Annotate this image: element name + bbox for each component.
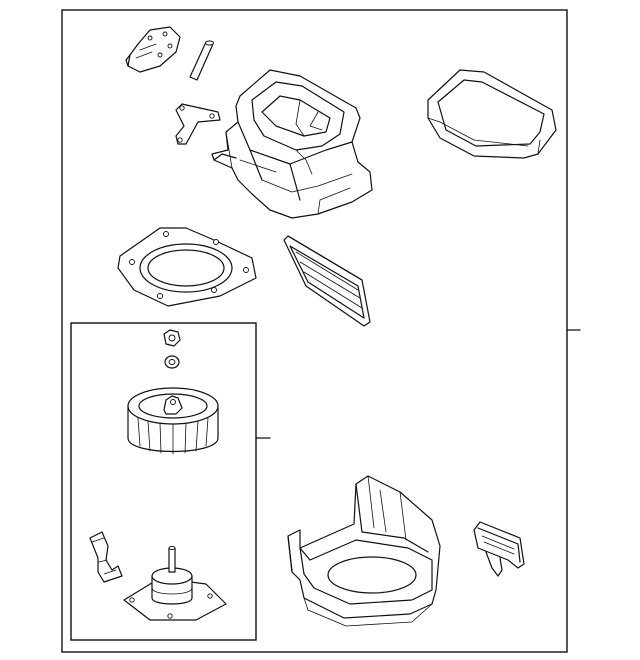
fan-nut [163, 329, 181, 347]
blower-lower-case [287, 475, 441, 627]
blower-lower-plate [117, 227, 257, 307]
blower-motor [123, 546, 227, 621]
filter-cover [473, 521, 525, 577]
drain-tube [189, 40, 214, 81]
outer-frame [61, 9, 568, 653]
case-seal [427, 69, 557, 159]
cabin-air-filter [283, 235, 371, 327]
mounting-bracket [175, 103, 221, 145]
blower-wheel [127, 387, 219, 455]
blower-upper-case [211, 69, 373, 219]
washer [164, 355, 180, 369]
motor-hose [89, 531, 123, 583]
blower-motor-resistor [125, 26, 181, 73]
motor-subassembly-frame [70, 322, 257, 641]
